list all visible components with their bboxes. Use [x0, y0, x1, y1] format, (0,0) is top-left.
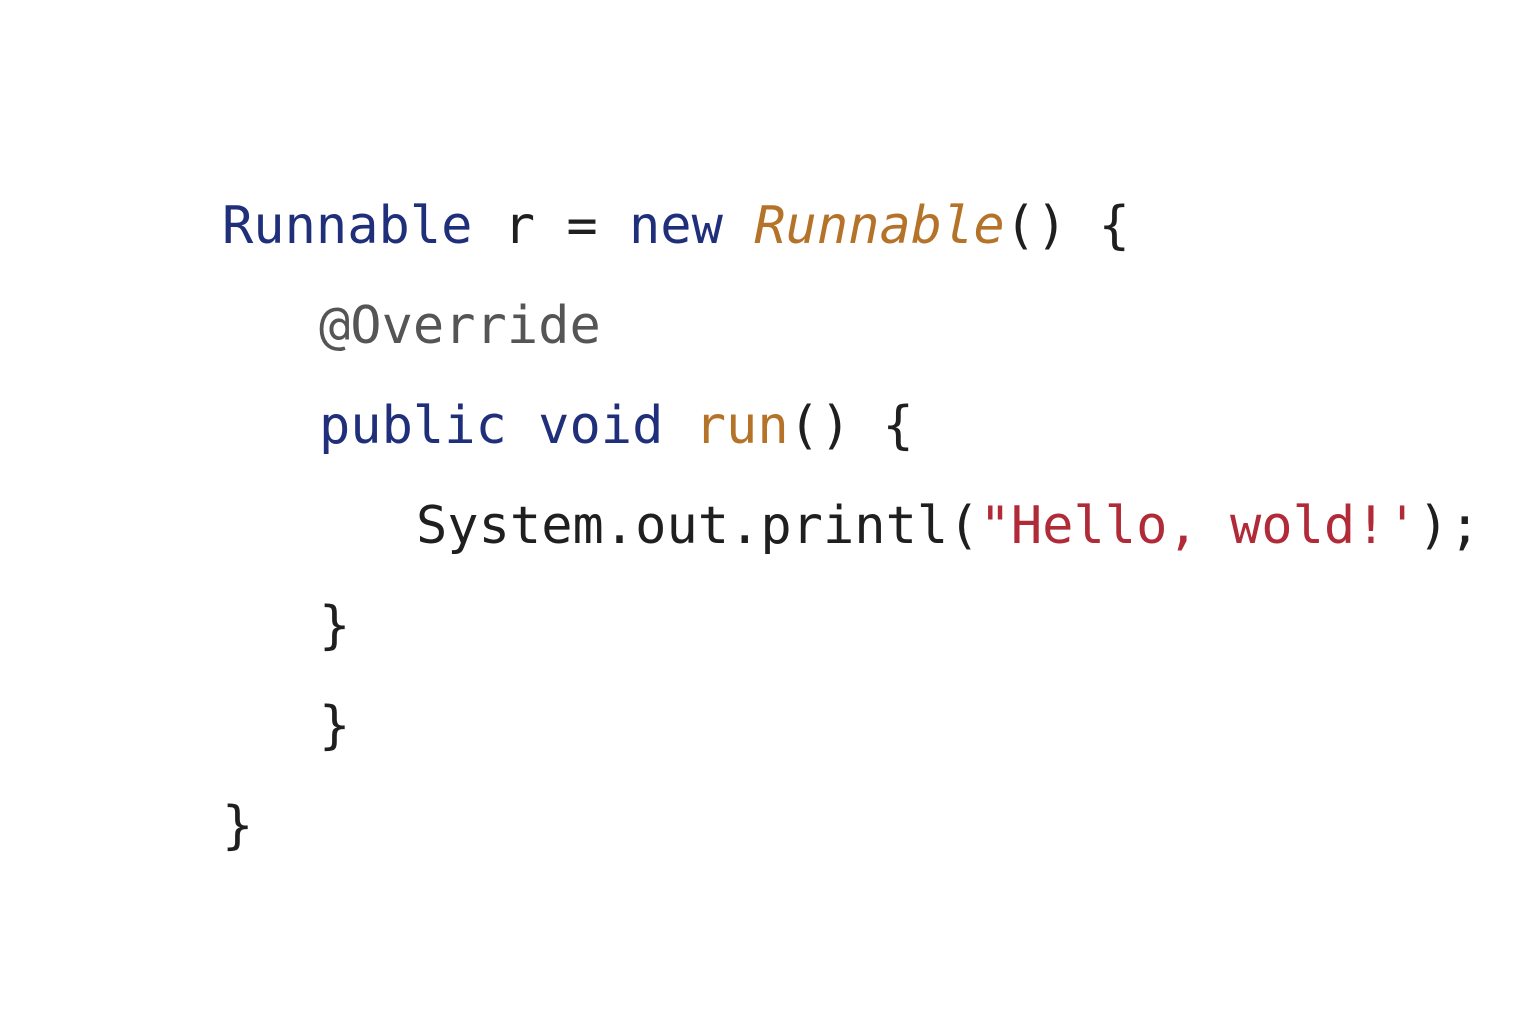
override-annotation: @Override — [319, 296, 601, 356]
code-line-6: } — [319, 694, 350, 758]
keyword-public: public — [319, 396, 507, 456]
closing-brace-class: } — [319, 696, 351, 756]
type-runnable: Runnable — [222, 196, 473, 256]
closing-brace-method: } — [319, 596, 351, 656]
call-close: ); — [1417, 496, 1481, 556]
println-call: System.out.printl( — [416, 496, 980, 556]
constructor-open-brace: () { — [1004, 196, 1130, 256]
code-line-1: Runnable r = new Runnable() { — [222, 194, 1130, 258]
keyword-new: new — [629, 196, 723, 256]
method-name-run: run — [694, 396, 789, 456]
code-line-7: } — [222, 794, 253, 858]
code-line-4: System.out.printl("Hello, wold!'); — [416, 494, 1480, 558]
closing-brace-outer: } — [222, 796, 254, 856]
string-literal: "Hello, wold!' — [979, 496, 1418, 556]
anonymous-class-name: Runnable — [754, 196, 1005, 256]
code-line-2: @Override — [319, 294, 601, 358]
method-open-brace: () { — [788, 396, 914, 456]
space-token — [723, 196, 754, 256]
space-token — [663, 396, 694, 456]
keyword-void: void — [506, 396, 664, 456]
code-line-5: } — [319, 594, 350, 658]
code-line-3: public void run() { — [319, 394, 914, 458]
variable-assignment: r = — [472, 196, 629, 256]
